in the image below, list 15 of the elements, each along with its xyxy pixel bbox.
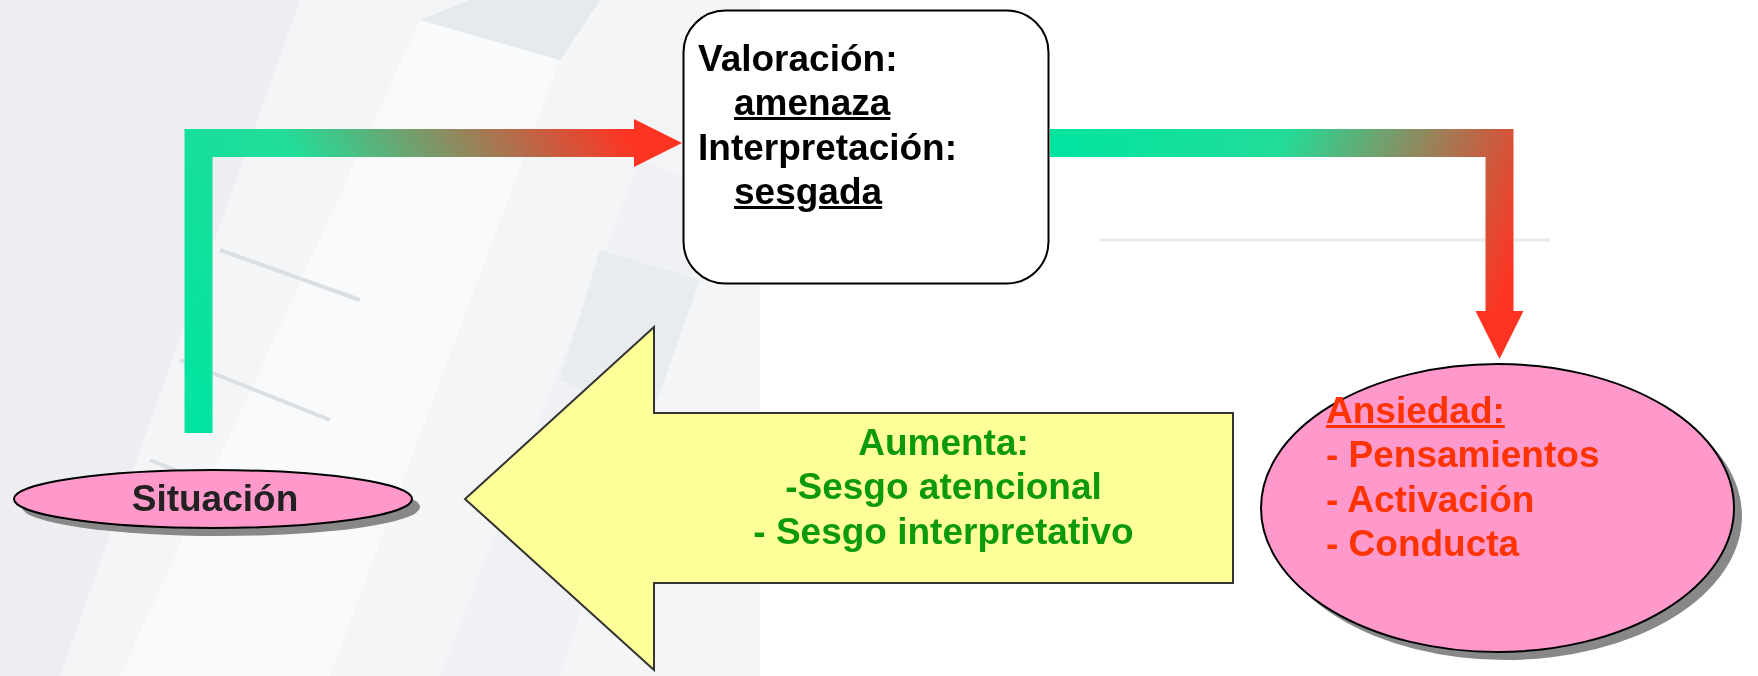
node-text: Ansiedad: [1326,389,1505,433]
block-arrow [463,324,1234,673]
node-text: sesgada [734,170,883,215]
node-text: - Pensamientos [1326,433,1600,478]
node-text: amenaza [734,81,891,126]
node-text: -Sesgo atencional [785,465,1102,510]
node-text: - Sesgo interpretativo [753,509,1134,554]
node-text: Interpretación: [698,125,958,170]
node-text: - Activación [1326,477,1535,522]
node-text: Valoración: [698,37,898,81]
node-text: Aumenta: [858,421,1029,465]
arrow [184,119,682,433]
node-text: - Conducta [1326,522,1520,567]
arrow [1050,129,1524,359]
node-text: Situación [131,477,299,521]
